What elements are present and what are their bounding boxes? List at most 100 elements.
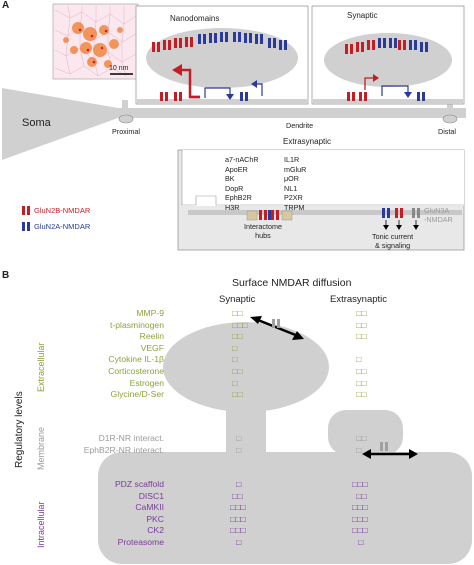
cell-text: CaMKII (135, 502, 164, 513)
cell-text: D1R-NR interact. (98, 433, 164, 443)
cell-text: EphB2R (225, 193, 252, 203)
cell-text: DopR (225, 183, 244, 193)
cell-text: □ (232, 342, 238, 353)
cell-text: □□ (232, 490, 243, 501)
cell-text: PKC (146, 513, 164, 524)
cell-text: □□ (232, 365, 243, 376)
table-row: CaMKII □□□ □□□ (0, 502, 474, 514)
extracellular-rows: MMP-9 □□ □□ t-plasminogen □□□ □□ Reelin … (0, 308, 474, 401)
proximal-receptor-cluster (152, 32, 287, 52)
legend-glun2a-icon (22, 222, 30, 231)
cell-text: DISC1 (138, 490, 164, 501)
cell-text: TRPM (284, 202, 305, 212)
synaptic-diffusion-arrow (250, 316, 304, 340)
table-row: Proteasome □ □ (0, 537, 474, 549)
cell-text: H3R (225, 202, 240, 212)
cell-text: Cytokine IL-1β (108, 354, 164, 365)
glun3a-label: GluN3A -NMDAR (424, 206, 453, 224)
table-row: Cytokine IL-1β □ □ (0, 354, 474, 366)
cell-text: Corticosterone (108, 365, 164, 376)
table-row: DISC1 □□ □□ (0, 491, 474, 503)
cell-text: Glycine/D-Ser (110, 389, 164, 400)
table-row: PDZ scaffold □ □□□ (0, 479, 474, 491)
cell-text: □ (232, 377, 238, 388)
cell-text: □ (236, 433, 242, 443)
panel-b-graphic (98, 316, 472, 564)
cell-text: □□ (356, 319, 367, 330)
table-row: VEGF □ (0, 343, 474, 355)
cell-text: □□ (356, 308, 367, 318)
table-row: Glycine/D-Ser □□ □□ (0, 389, 474, 401)
cell-text: Estrogen (129, 377, 164, 388)
cell-text: □□ (356, 377, 367, 388)
synaptic-label: Synaptic (347, 11, 378, 20)
table-row: Estrogen □ □□ (0, 378, 474, 390)
cell-text: □□ (232, 389, 243, 400)
cell-text: EphB2R-NR interact. (83, 444, 164, 455)
cell-text: □□□ (230, 513, 246, 524)
cell-text: □ (236, 444, 242, 455)
cell-text: □□□ (230, 502, 246, 513)
table-row: MMP-9 □□ □□ (0, 308, 474, 320)
panel-a-graphic (2, 3, 466, 251)
membrane-rows: D1R-NR interact. □ □□ EphB2R-NR interact… (0, 433, 474, 456)
extrasynaptic-column-header: Extrasynaptic (330, 294, 388, 305)
cell-text: Reelin (139, 331, 164, 342)
soma-dendrite-shape (2, 88, 466, 160)
cell-text: □□□ (352, 502, 368, 513)
cell-text: μOR (284, 174, 299, 184)
cell-text: VEGF (140, 342, 164, 353)
cell-text: CK2 (147, 525, 164, 536)
cell-text: ApoER (225, 164, 248, 174)
cell-text: NL1 (284, 183, 298, 193)
panel-b-label: B (2, 270, 10, 281)
cell-text: □□ (356, 433, 367, 443)
cell-text: □ (236, 536, 242, 547)
table-row: Corticosterone □□ □□ (0, 366, 474, 378)
table-row: t-plasminogen □□□ □□ (0, 320, 474, 332)
scale-bar-label: 10 nm (109, 65, 129, 72)
legend-glun2a-label: GluN2A-NMDAR (34, 222, 91, 231)
extrasynaptic-label: Extrasynaptic (283, 137, 332, 146)
panel-b-title: Surface NMDAR diffusion (232, 277, 352, 289)
cell-text: PDZ scaffold (114, 479, 164, 489)
cell-text: P2XR (284, 193, 303, 203)
cell-text: □□□ (352, 479, 368, 489)
table-row: CK2 □□□ □□□ (0, 525, 474, 537)
synaptic-column-header: Synaptic (219, 294, 256, 305)
cell-text: □□□ (232, 319, 248, 330)
cell-text: □□□ (230, 525, 246, 536)
cell-text: □□ (356, 389, 367, 400)
cell-text: Proteasome (117, 536, 164, 547)
interactome-hubs-label: Interactome hubs (244, 222, 282, 240)
cell-text: a7-nAChR (225, 155, 259, 164)
cell-text: □ (236, 479, 242, 489)
cell-text: BK (225, 174, 235, 184)
cell-text: IL1R (284, 155, 300, 164)
extrasynaptic-diffusion-arrow (362, 442, 418, 459)
dendrite-shaft (98, 452, 472, 564)
cell-text: t-plasminogen (110, 319, 164, 330)
synaptic-spine (163, 322, 329, 412)
table-row: PKC □□□ □□□ (0, 514, 474, 526)
interactors-col2: IL1R mGluR μOR NL1 P2XR TRPM (284, 155, 306, 213)
legend-glun2b-label: GluN2B-NMDAR (34, 206, 91, 215)
cell-text: MMP-9 (136, 308, 164, 318)
table-row: D1R-NR interact. □ □□ (0, 433, 474, 445)
cell-text: □ (356, 354, 362, 365)
cell-text: □□ (232, 308, 243, 318)
cell-text: □ (358, 536, 364, 547)
panel-a-label: A (2, 0, 10, 11)
table-row: EphB2R-NR interact. □ □ (0, 445, 474, 457)
cell-text: □□ (232, 331, 243, 342)
table-row: Reelin □□ □□ (0, 331, 474, 343)
soma-label: Soma (22, 117, 51, 129)
cell-text: □□ (356, 331, 367, 342)
cell-text: □ (232, 354, 238, 365)
regulatory-levels-label: Regulatory levels (14, 391, 25, 468)
distal-spine-head (324, 33, 452, 87)
tonic-current-label: Tonic current & signaling (372, 232, 414, 250)
interactors-col1: a7-nAChR ApoER BK DopR EphB2R H3R (225, 155, 259, 213)
distal-label: Distal (438, 127, 456, 136)
